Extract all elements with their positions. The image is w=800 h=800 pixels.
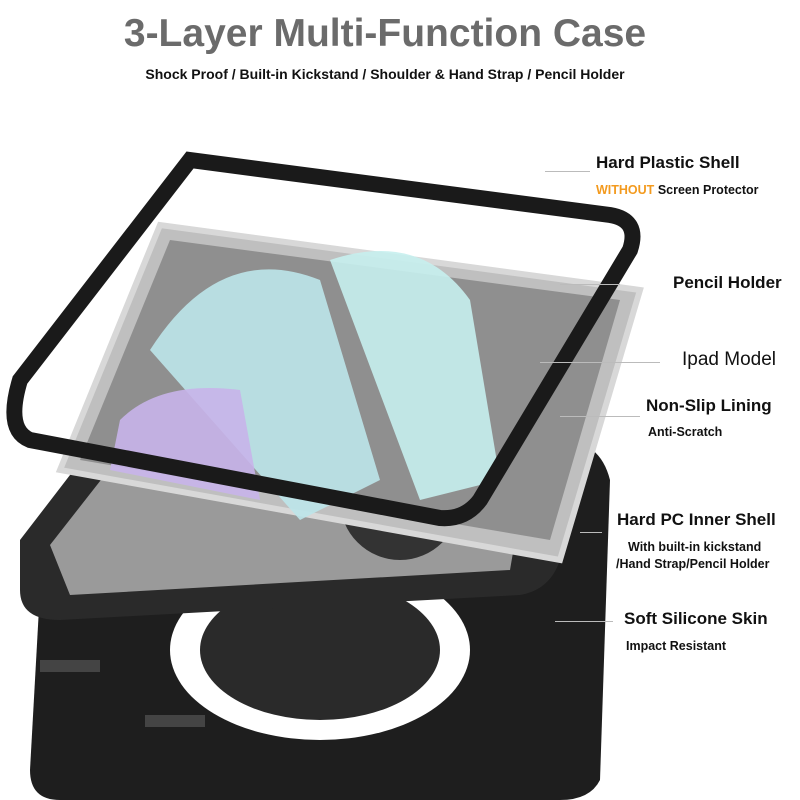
without-text: WITHOUT — [596, 183, 655, 197]
label-with-kickstand: With built-in kickstand — [628, 540, 762, 554]
label-ipad-model: Ipad Model — [682, 349, 777, 370]
leader-line — [545, 171, 590, 172]
page-subtitle: Shock Proof / Built-in Kickstand / Shoul… — [145, 66, 625, 82]
label-impact-resistant: Impact Resistant — [626, 639, 727, 653]
leader-line — [560, 416, 640, 417]
label-soft-silicone-skin: Soft Silicone Skin — [624, 609, 768, 628]
hard-plastic-shell-layer — [6, 151, 641, 527]
label-hard-pc-inner-shell: Hard PC Inner Shell — [617, 510, 776, 529]
label-non-slip-lining: Non-Slip Lining — [646, 396, 772, 415]
leader-line — [580, 532, 602, 533]
label-without-screen-protector: WITHOUT Screen Protector — [596, 183, 759, 197]
label-hard-plastic-shell: Hard Plastic Shell — [596, 153, 740, 172]
label-hand-strap: /Hand Strap/Pencil Holder — [616, 557, 770, 571]
label-pencil-holder: Pencil Holder — [673, 273, 782, 292]
leader-line — [540, 362, 660, 363]
leader-line — [560, 284, 620, 285]
label-anti-scratch: Anti-Scratch — [648, 425, 723, 439]
page-title: 3-Layer Multi-Function Case — [123, 12, 647, 55]
leader-line — [555, 621, 613, 622]
screen-protector-text: Screen Protector — [657, 183, 759, 197]
